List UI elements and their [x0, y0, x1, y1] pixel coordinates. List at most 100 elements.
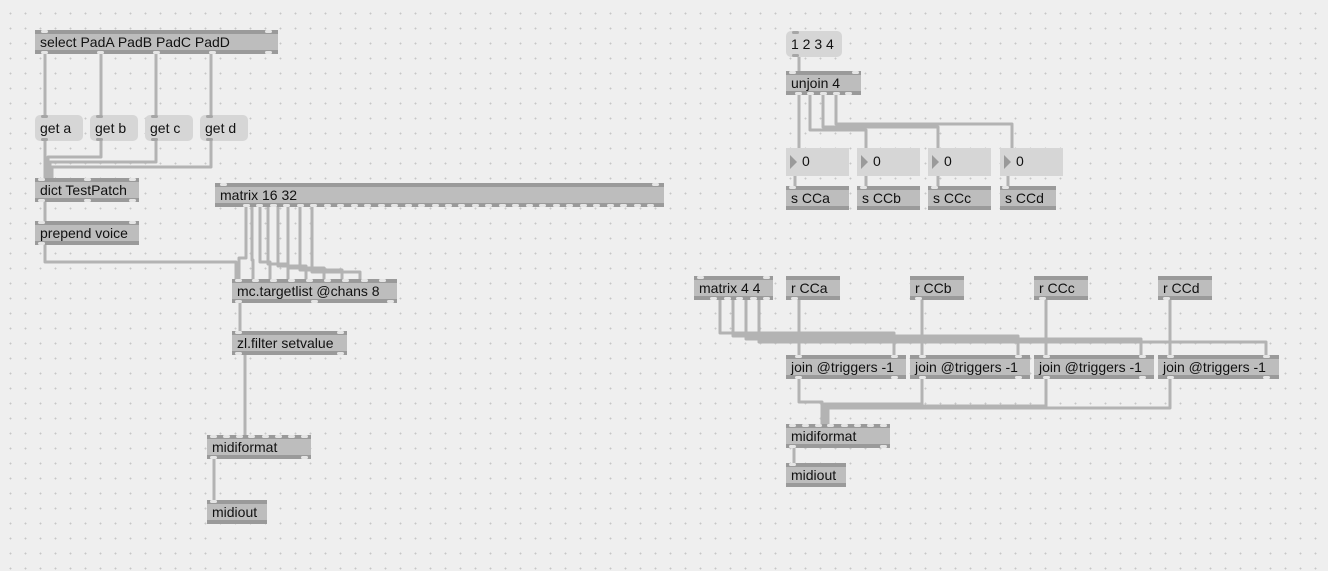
- inlet[interactable]: [795, 355, 802, 358]
- inlet[interactable]: [827, 424, 834, 427]
- patch-cord[interactable]: [808, 95, 868, 148]
- inlet[interactable]: [337, 331, 344, 334]
- outlet[interactable]: [41, 138, 48, 141]
- outlet[interactable]: [297, 204, 304, 207]
- outlet[interactable]: [919, 376, 926, 379]
- inlet[interactable]: [763, 276, 770, 279]
- patch-cord[interactable]: [834, 95, 1014, 148]
- inlet[interactable]: [1043, 355, 1050, 358]
- patch-cord[interactable]: [824, 379, 1048, 424]
- outlet[interactable]: [1263, 376, 1270, 379]
- patch-cord[interactable]: [757, 300, 1268, 355]
- inlet[interactable]: [306, 279, 313, 282]
- outlet[interactable]: [891, 376, 898, 379]
- outlet[interactable]: [1139, 376, 1146, 379]
- inlet[interactable]: [275, 435, 282, 438]
- inlet[interactable]: [84, 178, 91, 181]
- outlet[interactable]: [387, 300, 394, 303]
- inlet[interactable]: [41, 30, 48, 33]
- inlet[interactable]: [1167, 355, 1174, 358]
- outlet[interactable]: [405, 204, 412, 207]
- outlet[interactable]: [153, 51, 160, 54]
- patch-cord[interactable]: [276, 207, 308, 279]
- outlet[interactable]: [206, 138, 213, 141]
- matrix-4-4-object[interactable]: matrix 4 4: [694, 276, 773, 300]
- outlet[interactable]: [833, 92, 840, 95]
- inlet[interactable]: [841, 424, 848, 427]
- patch-cord[interactable]: [718, 300, 896, 355]
- inlet[interactable]: [270, 279, 277, 282]
- join-a-object[interactable]: join @triggers -1: [786, 355, 906, 379]
- join-d-object[interactable]: join @triggers -1: [1158, 355, 1279, 379]
- outlet[interactable]: [391, 204, 398, 207]
- inlet[interactable]: [235, 331, 242, 334]
- outlet[interactable]: [364, 204, 371, 207]
- join-b-object[interactable]: join @triggers -1: [910, 355, 1030, 379]
- outlet[interactable]: [445, 204, 452, 207]
- unjoin-object[interactable]: unjoin 4: [786, 71, 861, 95]
- inlet[interactable]: [220, 183, 227, 186]
- outlet[interactable]: [1015, 376, 1022, 379]
- inlet[interactable]: [931, 186, 938, 189]
- outlet[interactable]: [301, 456, 308, 459]
- midiformat-right-object[interactable]: midiformat: [786, 424, 890, 448]
- outlet[interactable]: [880, 445, 887, 448]
- select-object[interactable]: select PadA PadB PadC PadD: [35, 30, 278, 54]
- outlet[interactable]: [539, 204, 546, 207]
- patch-cord[interactable]: [826, 379, 1172, 424]
- outlet[interactable]: [38, 242, 45, 245]
- inlet[interactable]: [802, 424, 809, 427]
- inlet[interactable]: [96, 115, 103, 118]
- patch-cord[interactable]: [50, 141, 213, 178]
- inlet[interactable]: [1002, 186, 1009, 189]
- outlet[interactable]: [1039, 297, 1046, 300]
- send-ccb-object[interactable]: s CCb: [857, 186, 920, 210]
- outlet[interactable]: [647, 204, 654, 207]
- patch-cord[interactable]: [744, 300, 1143, 355]
- inlet[interactable]: [301, 435, 308, 438]
- outlet[interactable]: [265, 51, 272, 54]
- receive-cca-object[interactable]: r CCa: [786, 276, 840, 300]
- outlet[interactable]: [736, 297, 743, 300]
- inlet[interactable]: [379, 279, 386, 282]
- outlet[interactable]: [820, 92, 827, 95]
- inlet[interactable]: [1139, 355, 1146, 358]
- inlet[interactable]: [789, 424, 796, 427]
- outlet[interactable]: [41, 51, 48, 54]
- outlet[interactable]: [580, 204, 587, 207]
- outlet[interactable]: [789, 445, 796, 448]
- outlet[interactable]: [593, 204, 600, 207]
- inlet[interactable]: [792, 31, 799, 34]
- inlet[interactable]: [789, 463, 796, 466]
- patch-cord[interactable]: [731, 300, 1020, 355]
- inlet[interactable]: [288, 435, 295, 438]
- inlet[interactable]: [652, 183, 659, 186]
- outlet[interactable]: [235, 352, 242, 355]
- outlet[interactable]: [283, 204, 290, 207]
- outlet[interactable]: [607, 204, 614, 207]
- mc-targetlist-object[interactable]: mc.targetlist @chans 8: [232, 279, 397, 303]
- outlet[interactable]: [792, 54, 799, 57]
- outlet[interactable]: [763, 297, 770, 300]
- inlet[interactable]: [1263, 355, 1270, 358]
- outlet[interactable]: [129, 199, 136, 202]
- outlet[interactable]: [210, 456, 217, 459]
- inlet[interactable]: [129, 221, 136, 224]
- inlet[interactable]: [210, 435, 217, 438]
- midiout-right-object[interactable]: midiout: [786, 463, 846, 487]
- number-box-b[interactable]: 0: [857, 148, 920, 176]
- inlet[interactable]: [41, 115, 48, 118]
- inlet[interactable]: [38, 221, 45, 224]
- outlet[interactable]: [750, 297, 757, 300]
- inlet[interactable]: [789, 186, 796, 189]
- matrix-16-32-object[interactable]: matrix 16 32: [215, 183, 664, 207]
- inlet[interactable]: [697, 276, 704, 279]
- prepend-object[interactable]: prepend voice: [35, 221, 139, 245]
- inlet[interactable]: [223, 435, 230, 438]
- get-a-message[interactable]: get a: [35, 115, 83, 141]
- patch-cord[interactable]: [43, 245, 238, 279]
- inlet[interactable]: [361, 279, 368, 282]
- outlet[interactable]: [209, 51, 216, 54]
- midiout-left-object[interactable]: midiout: [207, 500, 267, 524]
- outlet[interactable]: [351, 204, 358, 207]
